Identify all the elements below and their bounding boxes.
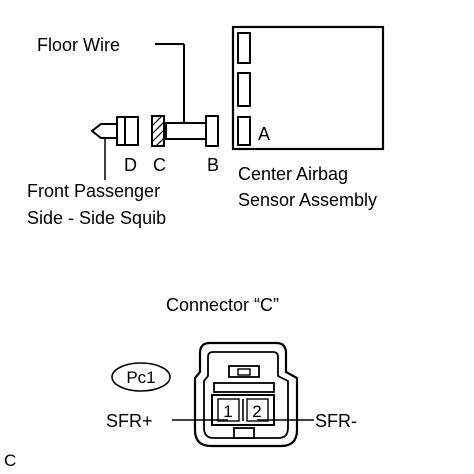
sensor-assembly-body <box>231 25 385 151</box>
floor-wire-body <box>165 122 207 140</box>
center-airbag-sensor-assembly <box>231 25 385 151</box>
connector-middle-bar <box>213 382 275 393</box>
connector-a-label: A <box>258 124 270 144</box>
sfr-minus-label: SFR- <box>315 411 357 431</box>
connector-d-block <box>116 116 126 146</box>
connector-c-hatching <box>151 115 165 147</box>
connector-code-ellipse <box>111 362 171 392</box>
pin-2-label: 2 <box>252 402 261 421</box>
center-airbag-label-line2: Sensor Assembly <box>238 190 377 210</box>
floor-wire-harness <box>151 43 219 147</box>
connector-code-badge: Pc1 <box>111 362 171 392</box>
front-passenger-label-line2: Side - Side Squib <box>27 208 166 228</box>
connector-b-block <box>205 115 219 147</box>
connector-c-face: 1 2 <box>172 341 314 448</box>
pin-1-box <box>217 398 240 422</box>
connector-d-label: D <box>124 155 137 175</box>
connector-bottom-latch <box>233 427 255 439</box>
squib-tip <box>90 123 117 139</box>
figure-letter: C <box>4 451 16 470</box>
sensor-connector-slot-2 <box>237 72 251 107</box>
floor-wire-label: Floor Wire <box>37 35 120 55</box>
connector-a-slot <box>237 116 251 146</box>
connector-b-label: B <box>207 155 219 175</box>
front-passenger-label-line1: Front Passenger <box>27 181 160 201</box>
connector-title: Connector “C” <box>166 295 279 315</box>
connector-code-label: Pc1 <box>126 368 155 387</box>
connector-c-label: C <box>153 155 166 175</box>
sfr-plus-label: SFR+ <box>106 411 153 431</box>
front-passenger-squib <box>90 116 139 180</box>
pin-2-box <box>246 398 269 422</box>
sensor-connector-slot-1 <box>237 32 251 64</box>
connector-d-face <box>124 116 139 146</box>
connector-top-latch-inner <box>237 368 251 376</box>
pin-1-label: 1 <box>223 402 232 421</box>
center-airbag-label-line1: Center Airbag <box>238 164 348 184</box>
